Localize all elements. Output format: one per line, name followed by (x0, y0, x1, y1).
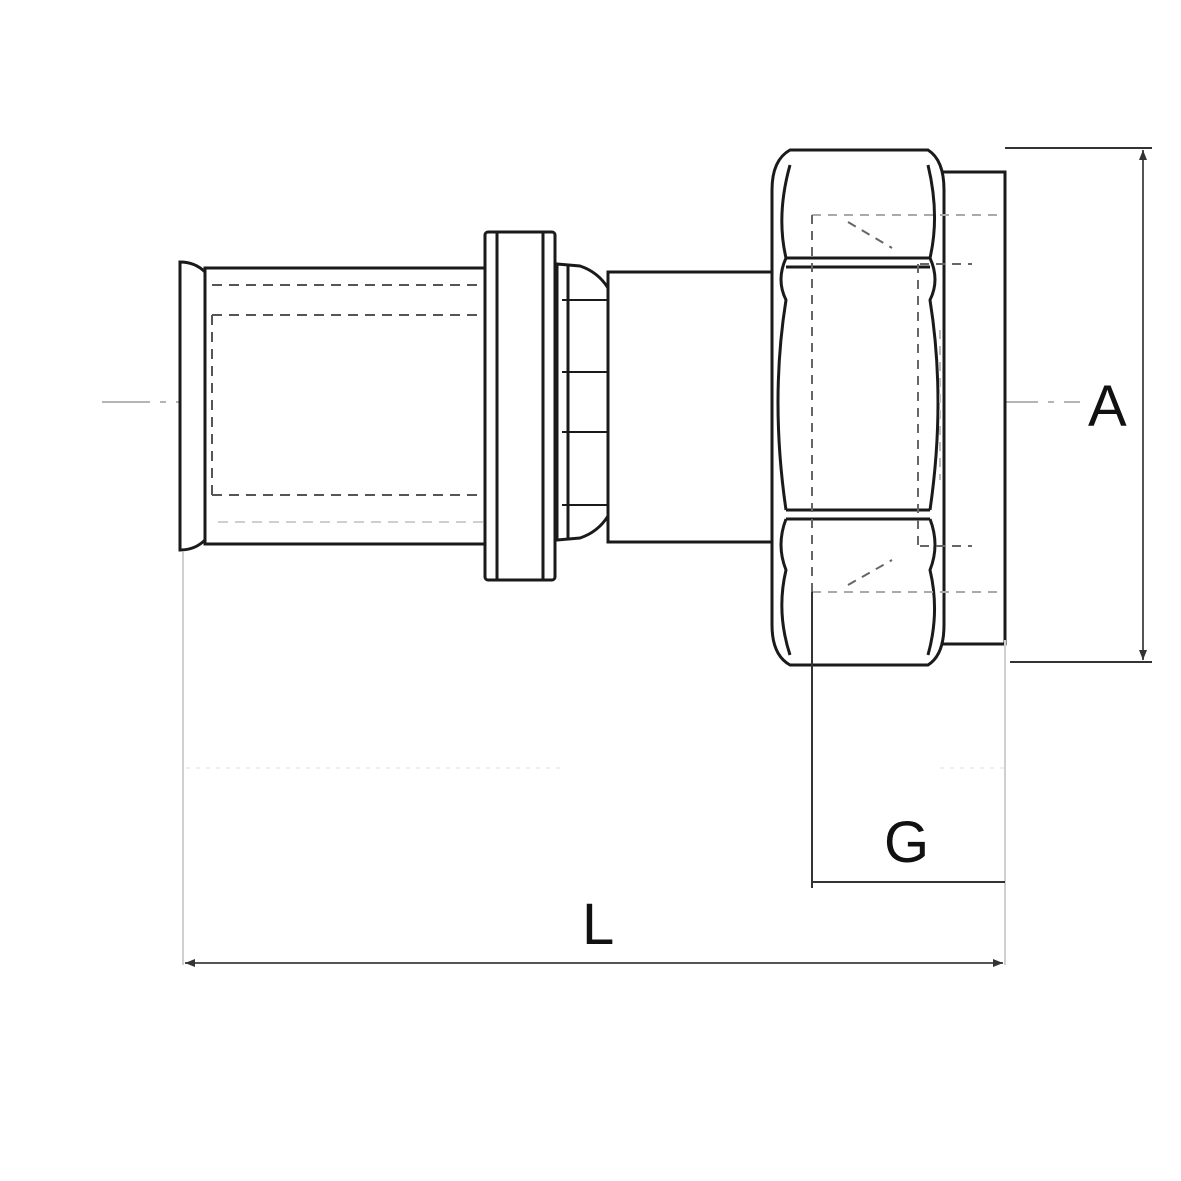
hex-nut (770, 148, 946, 667)
dimension-a-label: A (1088, 374, 1127, 439)
sleeve-hidden-lines (211, 284, 484, 523)
dimension-l-label: L (582, 892, 614, 957)
body-tube (606, 270, 776, 544)
dimension-g-label: G (884, 810, 929, 875)
collar-ring (483, 230, 557, 582)
ribbed-neck (555, 262, 610, 542)
press-sleeve (178, 260, 489, 552)
nut-back-flange (933, 170, 1007, 646)
dimension-g-lines (811, 592, 1005, 888)
a-extension-lines (1005, 147, 1152, 663)
nut-hidden-lines (811, 214, 1002, 593)
extension-lines (182, 552, 1006, 965)
